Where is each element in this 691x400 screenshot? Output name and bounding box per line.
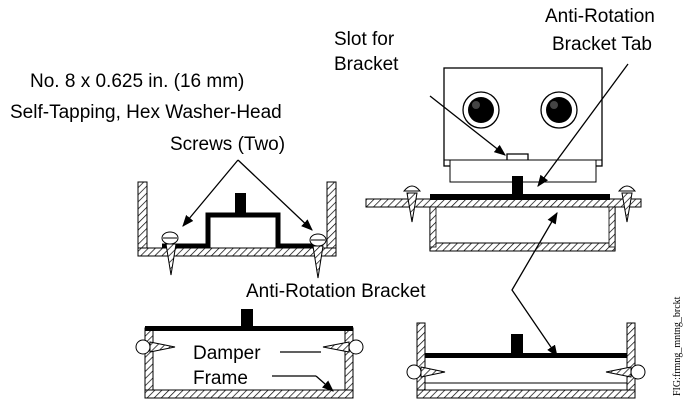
screw-leader-left (182, 159, 239, 227)
tab-label-line2: Bracket Tab (552, 34, 652, 55)
conduit-hole-icon (540, 91, 578, 129)
frame-label: Frame (193, 368, 248, 389)
screws-label-line2: Self-Tapping, Hex Washer-Head (10, 102, 282, 123)
screw-icon (402, 185, 422, 223)
screws-label-line3: Screws (Two) (170, 134, 285, 155)
slot-label-line1: Slot for (334, 29, 395, 50)
screw-leader-right (237, 159, 313, 231)
slot-leader (429, 95, 506, 156)
actuator-assembly-top (365, 67, 642, 252)
anti-rotation-bracket-side (162, 212, 318, 249)
bracket-label: Anti-Rotation Bracket (246, 281, 426, 302)
tab-leader (537, 63, 629, 187)
bracket-screw-detail (137, 181, 337, 279)
damper-frame-detail (135, 309, 364, 399)
screw-icon (135, 339, 176, 355)
screw-icon (617, 185, 637, 223)
tab-label-line1: Anti-Rotation (545, 6, 655, 27)
slot-label-line2: Bracket (334, 54, 399, 75)
conduit-hole-icon (462, 91, 500, 129)
screw-icon (309, 233, 327, 279)
screw-icon (406, 364, 446, 380)
leader-lines (182, 63, 629, 392)
damper-label: Damper (193, 343, 261, 364)
screws-label-line1: No. 8 x 0.625 in. (16 mm) (30, 71, 244, 92)
screw-icon (605, 364, 646, 380)
bracket-slot (506, 153, 529, 160)
bracket-frame-detail (406, 322, 646, 399)
figure-id-label: FIG:frmng_mntng_brckt (672, 296, 683, 396)
anti-rotation-bracket-installed (425, 353, 627, 358)
anti-rotation-bracket-frame (145, 326, 353, 331)
anti-rotation-bracket-top (430, 194, 610, 200)
screw-icon (322, 339, 364, 355)
bracket-leader (511, 211, 558, 357)
screw-icon (161, 231, 179, 276)
anti-rotation-tab (512, 176, 523, 196)
